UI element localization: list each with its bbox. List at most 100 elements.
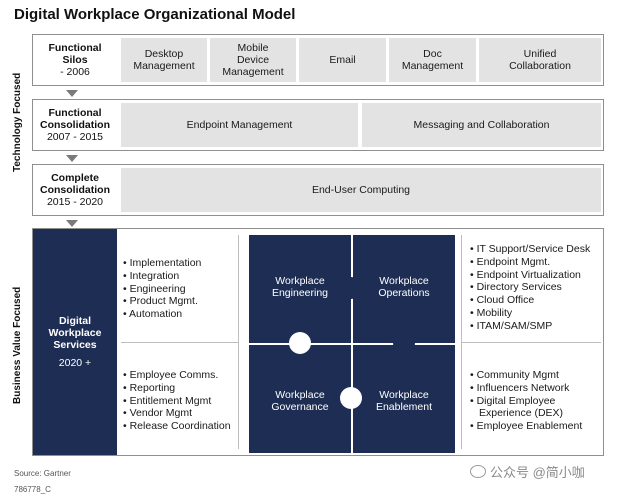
quadrant-text: Workplace [275, 388, 325, 401]
era-name-line: Workplace [48, 327, 102, 339]
puzzle-notch-icon [289, 332, 311, 354]
down-arrow-icon [66, 155, 78, 162]
quadrant-workplace-engineering: Workplace Engineering [249, 267, 351, 307]
era-complete-consolidation: Complete Consolidation 2015 - 2020 [33, 165, 117, 215]
down-arrow-icon [66, 90, 78, 97]
list-item: Digital Employee [470, 395, 582, 408]
list-item: Employee Comms. [123, 369, 231, 382]
quadrant-workplace-governance: Workplace Governance [249, 381, 351, 421]
cell-messaging-collaboration: Messaging and Collaboration [362, 103, 601, 147]
source-note: Source: Gartner [14, 469, 71, 478]
cell-text: End-User Computing [311, 184, 411, 196]
list-item: Implementation [123, 257, 202, 270]
era-name-line: Services [53, 339, 97, 351]
cell-endpoint-management: Endpoint Management [121, 103, 358, 147]
list-item: Experience (DEX) [479, 407, 564, 420]
cell-desktop-management: Desktop Management [121, 38, 207, 82]
era-name-line: Consolidation [40, 184, 110, 196]
page-title: Digital Workplace Organizational Model [14, 6, 296, 23]
list-item: Product Mgmt. [123, 295, 201, 308]
quadrant-text: Operations [378, 287, 430, 299]
list-item: Reporting [123, 382, 231, 395]
puzzle-tab-icon [340, 277, 362, 299]
side-label-business-value: Business Value Focused [12, 286, 23, 404]
puzzle-piece-governance [249, 345, 351, 453]
cell-email: Email [299, 38, 386, 82]
quadrant-text: Workplace [275, 274, 325, 287]
era-name-line: Silos [62, 54, 88, 66]
quadrant-workplace-enablement: Workplace Enablement [353, 381, 455, 421]
list-item: Integration [123, 270, 201, 283]
puzzle-piece-engineering [249, 235, 351, 343]
digital-workplace-services-section: Digital Workplace Services 2020 + Implem… [32, 228, 604, 456]
quadrant-text: Governance [271, 401, 329, 413]
list-enablement-activities: Community Mgmt Influencers Network Digit… [470, 369, 583, 433]
list-item: Release Coordination [123, 420, 231, 433]
era-name-line: Functional [48, 42, 102, 54]
cell-mobile-device-management: Mobile Device Management [210, 38, 296, 82]
row-functional-silos: Functional Silos - 2006 Desktop Manageme… [32, 34, 604, 86]
cell-text: Desktop [144, 48, 184, 60]
quadrant-text: Enablement [375, 401, 433, 413]
list-item: Directory Services [470, 281, 590, 294]
list-item: Cloud Office [470, 294, 590, 307]
list-item: Vendor Mgmt [123, 407, 231, 420]
cell-text: Management [401, 60, 464, 72]
era-years: 2020 + [58, 357, 92, 369]
side-label-technology: Technology Focused [12, 72, 23, 172]
list-item: Endpoint Virtualization [470, 269, 590, 282]
quadrant-workplace-operations: Workplace Operations [353, 267, 455, 307]
quadrant-text: Engineering [271, 287, 329, 299]
era-years: 2015 - 2020 [46, 196, 104, 208]
era-name-line: Digital [58, 315, 92, 327]
list-governance-activities: Employee Comms. Reporting Entitlement Mg… [123, 369, 231, 433]
cell-doc-management: Doc Management [389, 38, 476, 82]
era-name-line: Complete [51, 172, 99, 184]
list-item: Mobility [470, 307, 590, 320]
puzzle-piece-operations [353, 235, 455, 343]
divider [461, 342, 601, 343]
quadrant-text: Workplace [379, 388, 429, 401]
figure-code: 786778_C [14, 485, 51, 494]
list-item: Community Mgmt [470, 369, 582, 382]
cell-text: Unified [523, 48, 557, 60]
cell-text: Endpoint Management [186, 119, 293, 131]
era-functional-silos: Functional Silos - 2006 [33, 35, 117, 85]
era-functional-consolidation: Functional Consolidation 2007 - 2015 [33, 100, 117, 150]
era-digital-workplace-services: Digital Workplace Services 2020 + [33, 229, 117, 455]
quadrant-text: Workplace [379, 274, 429, 287]
cell-text: Messaging and Collaboration [413, 119, 550, 131]
cell-text: Device [236, 54, 270, 66]
cell-text: Doc [423, 48, 442, 60]
down-arrow-icon [66, 220, 78, 227]
row-complete-consolidation: Complete Consolidation 2015 - 2020 End-U… [32, 164, 604, 216]
puzzle-tab-icon [393, 332, 415, 354]
watermark-text: 公众号 @简小咖 [490, 465, 585, 480]
list-item: Influencers Network [470, 382, 582, 395]
era-name-line: Functional [48, 107, 102, 119]
list-item: Employee Enablement [470, 420, 583, 433]
list-item: ITAM/SAM/SMP [470, 320, 590, 333]
cell-text: Mobile [237, 42, 269, 54]
divider [121, 342, 239, 343]
era-name-line: Consolidation [40, 119, 110, 131]
cell-end-user-computing: End-User Computing [121, 168, 601, 212]
list-engineering-activities: Implementation Integration Engineering P… [123, 257, 201, 321]
wechat-icon [470, 465, 486, 478]
cell-text: Management [222, 66, 284, 78]
cell-text: Management [133, 60, 195, 72]
cell-text: Email [329, 54, 356, 66]
cell-text: Collaboration [509, 60, 571, 72]
list-item: IT Support/Service Desk [470, 243, 591, 256]
cell-unified-collaboration: Unified Collaboration [479, 38, 601, 82]
list-item: Automation [123, 308, 201, 321]
era-years: - 2006 [60, 66, 90, 78]
list-item: Engineering [123, 283, 201, 296]
puzzle-piece-enablement [353, 345, 455, 453]
list-operations-activities: IT Support/Service Desk Endpoint Mgmt. E… [470, 243, 591, 333]
list-item: Entitlement Mgmt [123, 395, 231, 408]
era-years: 2007 - 2015 [46, 131, 104, 143]
puzzle-notch-icon [340, 387, 362, 409]
list-item: Endpoint Mgmt. [470, 256, 590, 269]
watermark: 公众号 @简小咖 [470, 462, 585, 481]
